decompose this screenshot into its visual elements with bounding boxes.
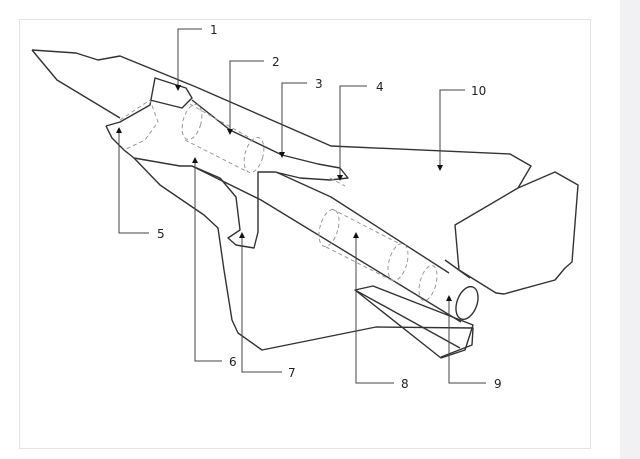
label-7: 7 — [288, 366, 296, 380]
leader-8 — [353, 232, 394, 384]
tail-edge — [444, 259, 471, 279]
leader-5 — [116, 127, 149, 234]
main-body-lower — [191, 165, 462, 323]
leader-9 — [446, 295, 486, 384]
horizontal-tail — [454, 171, 579, 295]
figure-frame — [19, 19, 591, 449]
label-2: 2 — [272, 55, 280, 69]
nozzle — [455, 285, 479, 321]
label-10: 10 — [471, 84, 486, 98]
leader-3 — [279, 82, 307, 158]
leader-4 — [337, 85, 367, 181]
label-3: 3 — [315, 77, 323, 91]
leader-2 — [227, 60, 264, 135]
leader-10 — [437, 89, 465, 171]
label-4: 4 — [376, 80, 384, 94]
intake-duct — [105, 99, 349, 249]
aircraft-outline — [31, 49, 579, 359]
intake-front — [105, 77, 193, 127]
internal-ducts — [119, 99, 438, 302]
upper-fuselage — [31, 49, 532, 189]
leader-7 — [239, 232, 282, 373]
label-6: 6 — [229, 355, 237, 369]
side-panel — [620, 0, 640, 459]
ventral-fin — [354, 285, 474, 359]
label-1: 1 — [210, 23, 218, 37]
leader-6 — [192, 157, 222, 362]
label-8: 8 — [401, 377, 409, 391]
label-5: 5 — [157, 227, 165, 241]
nose-lower — [31, 49, 121, 119]
main-body-upper — [275, 171, 450, 274]
callouts: 1 2 3 4 5 6 7 8 9 10 — [116, 23, 502, 391]
lower-fuselage — [133, 157, 474, 358]
leader-1 — [175, 28, 202, 91]
label-9: 9 — [494, 377, 502, 391]
